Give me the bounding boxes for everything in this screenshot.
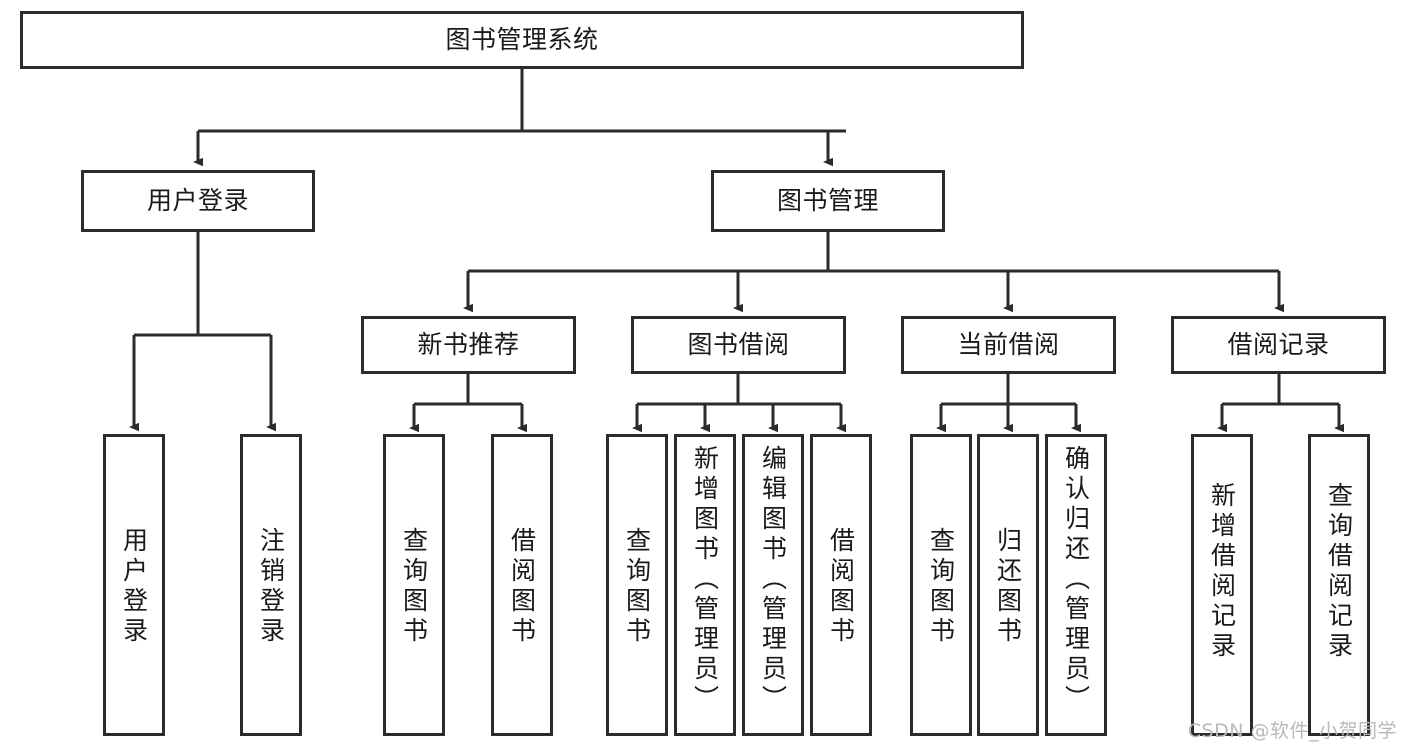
- watermark-text: CSDN @软件_小贺同学: [1187, 720, 1397, 742]
- node-label: 查询图书: [399, 527, 429, 647]
- node-new-book-recommend[interactable]: 新书推荐: [361, 316, 576, 374]
- node-label: 确认归还（管理员）: [1061, 445, 1091, 715]
- node-label: 新增借阅记录: [1207, 482, 1237, 662]
- leaf-add-book[interactable]: 新增图书（管理员）: [674, 434, 736, 736]
- leaf-borrow-book[interactable]: 借阅图书: [810, 434, 872, 736]
- node-book-manage[interactable]: 图书管理: [711, 170, 945, 232]
- node-label: 借阅图书: [507, 527, 537, 647]
- leaf-confirm-return[interactable]: 确认归还（管理员）: [1045, 434, 1107, 736]
- leaf-query-book-current[interactable]: 查询图书: [910, 434, 972, 736]
- leaf-edit-book[interactable]: 编辑图书（管理员）: [742, 434, 804, 736]
- node-label: 查询借阅记录: [1324, 482, 1354, 662]
- node-borrow-record[interactable]: 借阅记录: [1171, 316, 1386, 374]
- node-user-login[interactable]: 用户登录: [81, 170, 315, 232]
- node-label: 用户登录: [119, 527, 149, 647]
- node-label: 查询图书: [926, 527, 956, 647]
- node-label: 新增图书（管理员）: [690, 445, 720, 715]
- node-label: 借阅记录: [1227, 329, 1330, 359]
- node-label: 借阅图书: [826, 527, 856, 647]
- node-label: 编辑图书（管理员）: [758, 445, 788, 715]
- leaf-return-book[interactable]: 归还图书: [977, 434, 1039, 736]
- leaf-user-logout[interactable]: 注销登录: [240, 434, 302, 736]
- node-label: 当前借阅: [957, 329, 1060, 359]
- leaf-query-book-borrow[interactable]: 查询图书: [606, 434, 668, 736]
- node-book-borrow[interactable]: 图书借阅: [631, 316, 846, 374]
- node-label: 注销登录: [256, 527, 286, 647]
- leaf-user-login[interactable]: 用户登录: [103, 434, 165, 736]
- leaf-query-borrow-record[interactable]: 查询借阅记录: [1308, 434, 1370, 736]
- leaf-borrow-book-recommend[interactable]: 借阅图书: [491, 434, 553, 736]
- node-label: 图书管理系统: [445, 24, 599, 54]
- node-label: 用户登录: [146, 185, 249, 215]
- node-current-borrow[interactable]: 当前借阅: [901, 316, 1116, 374]
- leaf-add-borrow-record[interactable]: 新增借阅记录: [1191, 434, 1253, 736]
- node-label: 新书推荐: [417, 329, 520, 359]
- node-label: 归还图书: [993, 527, 1023, 647]
- node-root-system[interactable]: 图书管理系统: [20, 11, 1024, 69]
- leaf-query-book-recommend[interactable]: 查询图书: [383, 434, 445, 736]
- node-label: 图书借阅: [687, 329, 790, 359]
- node-label: 查询图书: [622, 527, 652, 647]
- node-label: 图书管理: [776, 185, 879, 215]
